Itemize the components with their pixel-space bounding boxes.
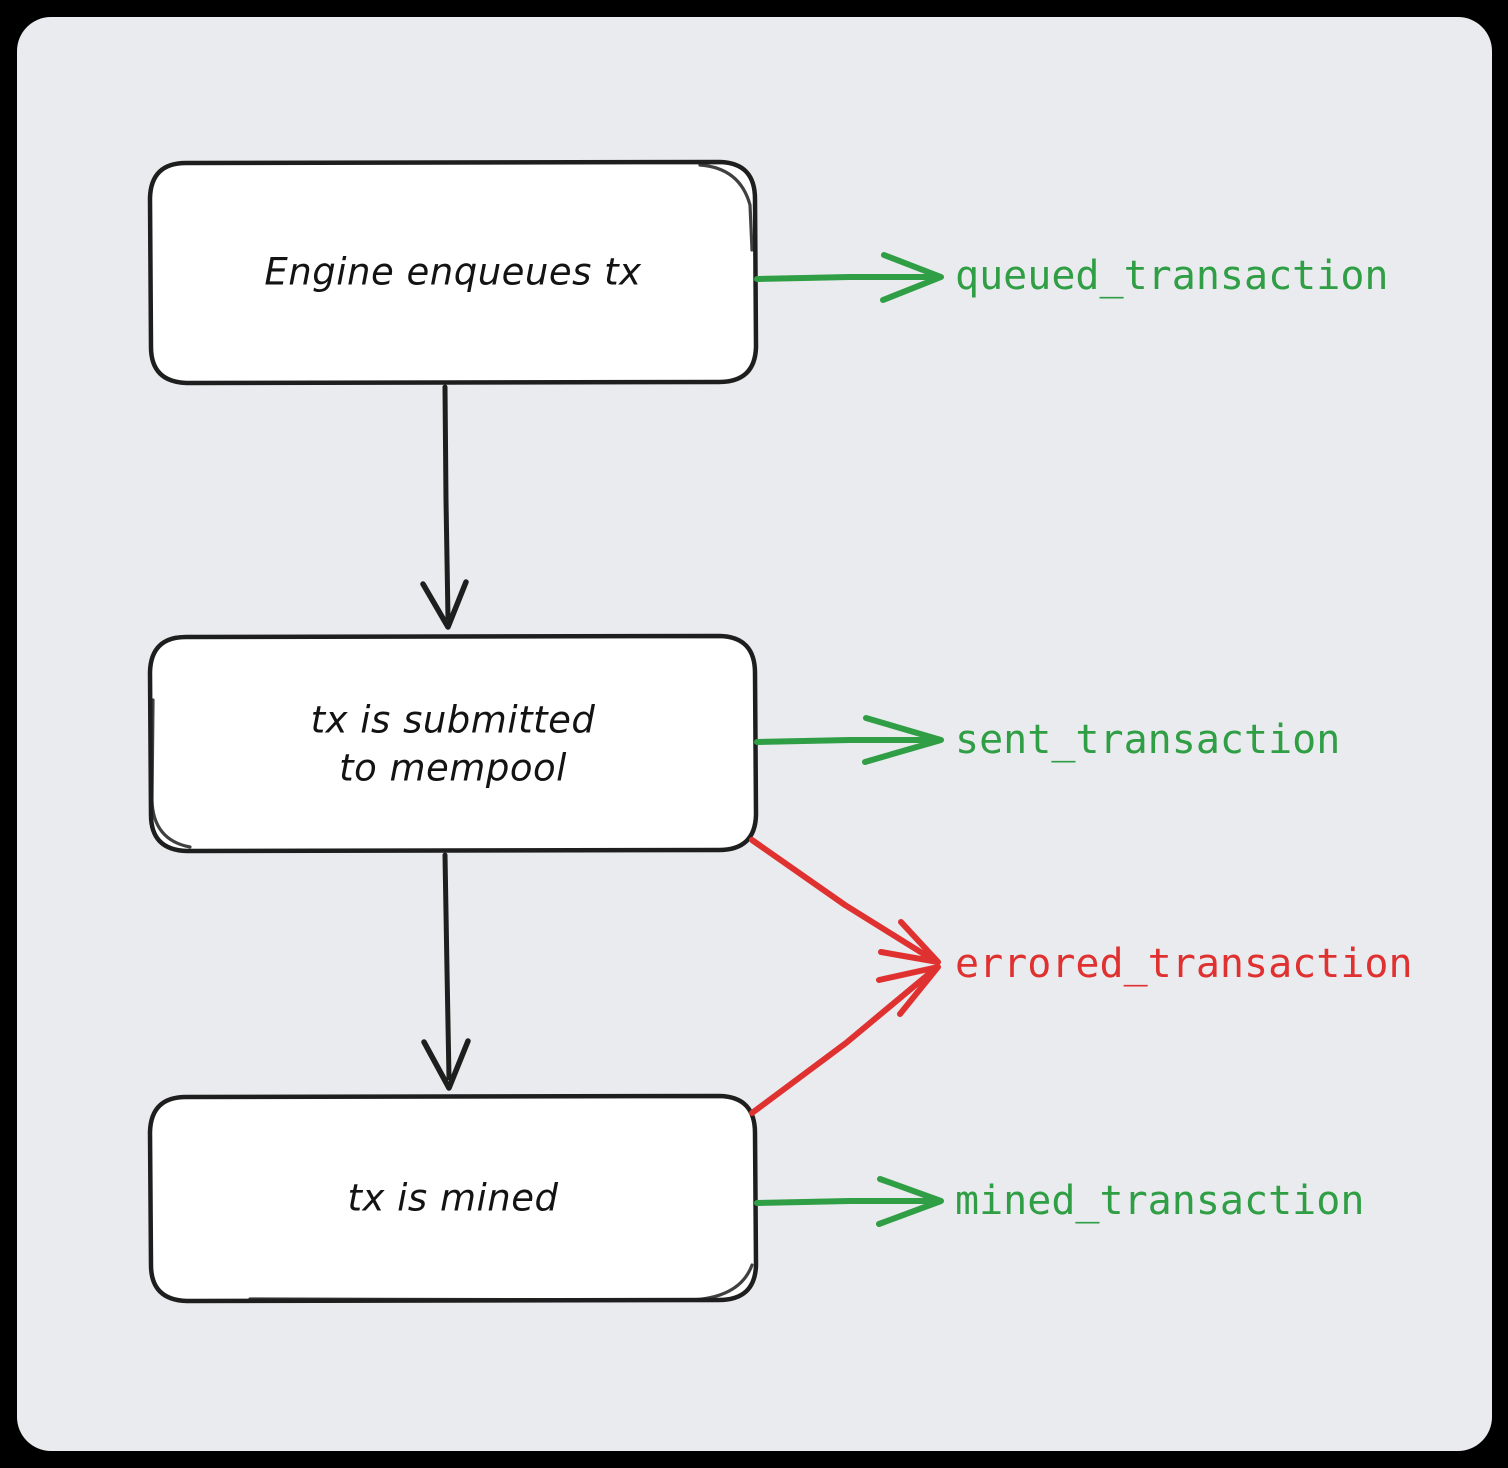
event-arrow-mined-line [754, 1198, 941, 1206]
event-arrow-queued-transaction [754, 252, 944, 303]
event-label-errored-transaction: errored_transaction [955, 941, 1413, 987]
event-arrow-errored-from-mined [749, 964, 941, 1116]
event-arrow-queued-head [880, 252, 944, 303]
event-arrow-sent-line [754, 737, 941, 745]
node-tx-is-submitted-to-mempool[interactable]: tx is submitted to mempool [147, 633, 759, 854]
event-arrow-mined-transaction [754, 1176, 944, 1227]
event-arrow-queued-line [754, 274, 941, 282]
event-label-queued-transaction: queued_transaction [955, 253, 1388, 299]
node-label-1: Engine enqueues tx [264, 251, 642, 294]
node-label-3: tx is mined [347, 1177, 558, 1220]
node-shape-2-sketch [150, 698, 192, 849]
event-arrow-errored-upper-head [878, 919, 941, 965]
event-arrow-errored-from-submit [749, 837, 941, 965]
event-arrow-sent-transaction [754, 715, 944, 765]
node-shape-3-sketch [248, 1263, 754, 1302]
node-label-2-line-1: tx is submitted [311, 699, 596, 742]
flow-arrow-2-head [421, 1038, 471, 1091]
node-shape-2 [147, 633, 759, 854]
flow-arrow-1-line [442, 384, 451, 621]
node-tx-is-mined[interactable]: tx is mined [147, 1093, 759, 1304]
flow-arrow-2-line [442, 852, 452, 1081]
node-engine-enqueues-tx[interactable]: Engine enqueues tx [147, 159, 759, 386]
event-arrow-errored-lower-line [749, 965, 939, 1116]
event-label-mined-transaction: mined_transaction [955, 1178, 1364, 1224]
event-label-sent-transaction: sent_transaction [955, 717, 1340, 763]
event-arrow-errored-upper-line [749, 837, 938, 964]
flow-arrow-submit-to-mined [421, 852, 471, 1091]
event-arrow-mined-head [876, 1176, 944, 1227]
node-shape-1 [147, 159, 759, 386]
event-arrow-errored-lower-head [876, 964, 941, 1017]
flow-arrow-enqueue-to-submit [420, 384, 469, 630]
event-arrow-sent-head [862, 715, 944, 765]
flow-arrow-1-head [420, 579, 469, 630]
node-shape-1-sketch [698, 163, 754, 252]
node-label-2-line-2: to mempool [339, 747, 567, 790]
